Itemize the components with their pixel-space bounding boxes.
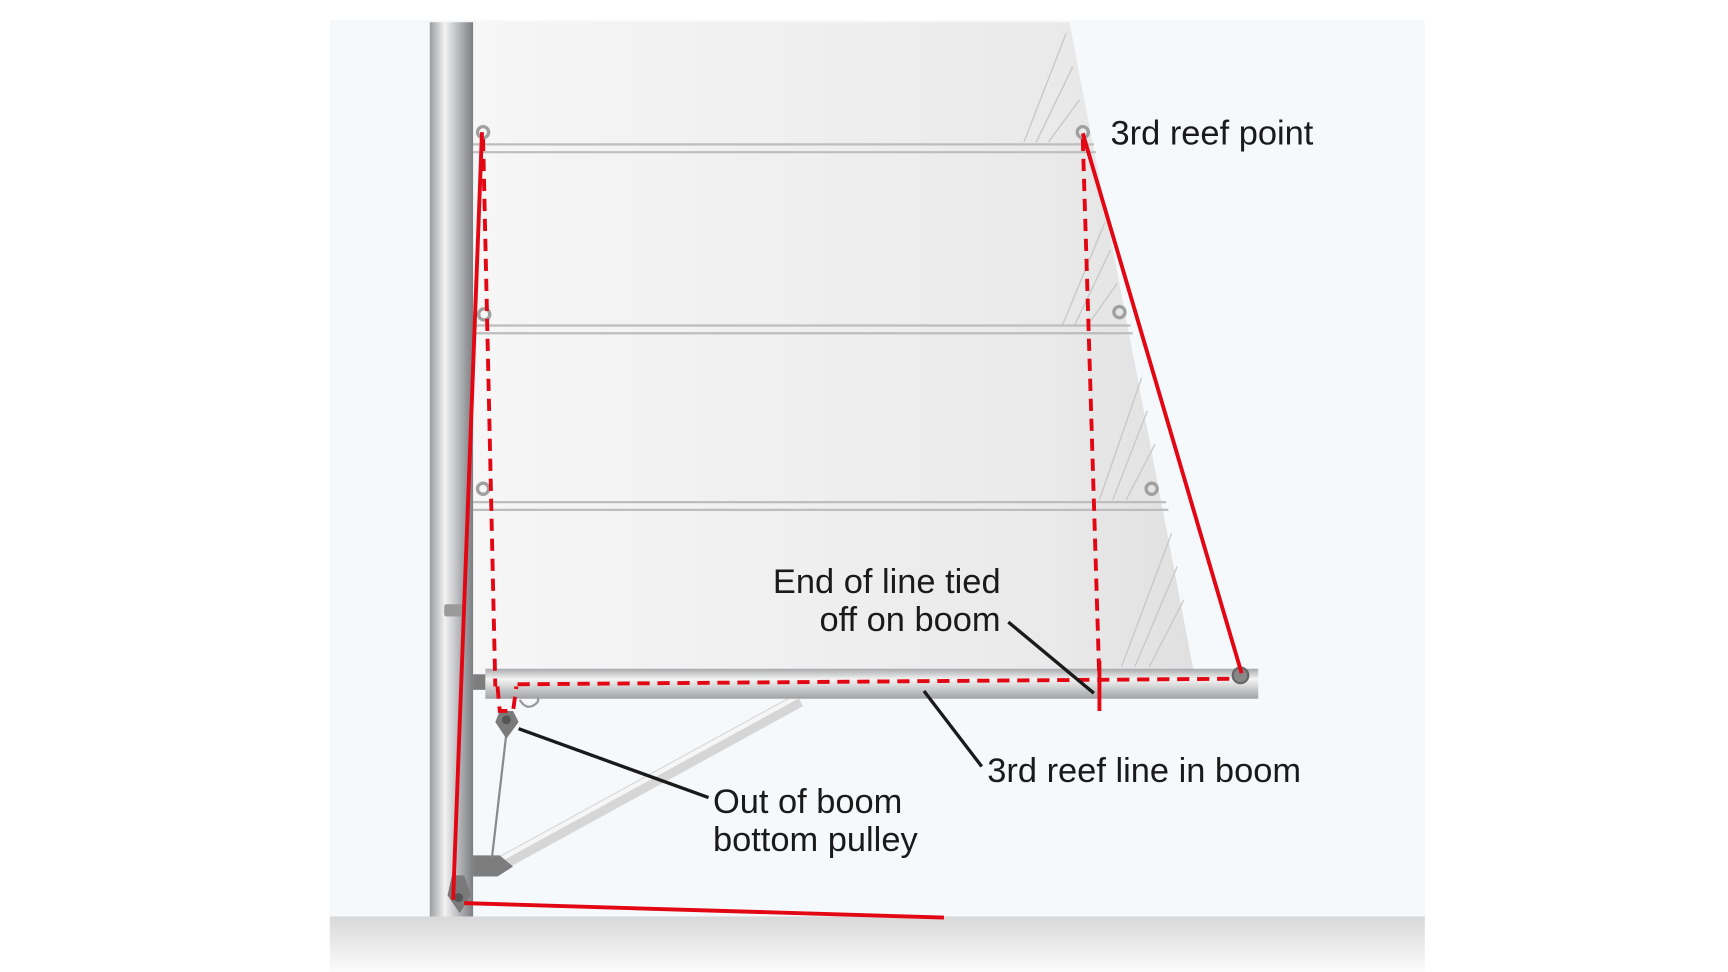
label-end-of-line-2: off on boom xyxy=(819,601,1000,639)
gooseneck xyxy=(473,674,487,690)
mast xyxy=(429,22,474,917)
boom xyxy=(485,668,1259,699)
label-3rd-reef-line: 3rd reef line in boom xyxy=(987,752,1301,790)
mast-fitting xyxy=(444,604,465,617)
reef-seams xyxy=(473,143,1169,511)
reef-line xyxy=(451,132,1244,920)
boom-hook xyxy=(518,697,540,708)
reef-cringles xyxy=(475,124,1159,496)
boom-bottom-pulley-icon xyxy=(495,710,519,739)
label-3rd-reef-point: 3rd reef point xyxy=(1111,114,1314,152)
label-pulley-2: bottom pulley xyxy=(713,821,918,859)
label-pulley-1: Out of boom xyxy=(713,783,902,821)
label-end-of-line-1: End of line tied xyxy=(773,563,1001,601)
vang-fitting xyxy=(473,855,514,877)
vang-tackle xyxy=(490,733,508,858)
ground-shadow xyxy=(329,916,1425,972)
leader-lines xyxy=(518,620,1095,800)
leech-battens xyxy=(1023,33,1185,667)
boom-vang xyxy=(496,693,804,871)
